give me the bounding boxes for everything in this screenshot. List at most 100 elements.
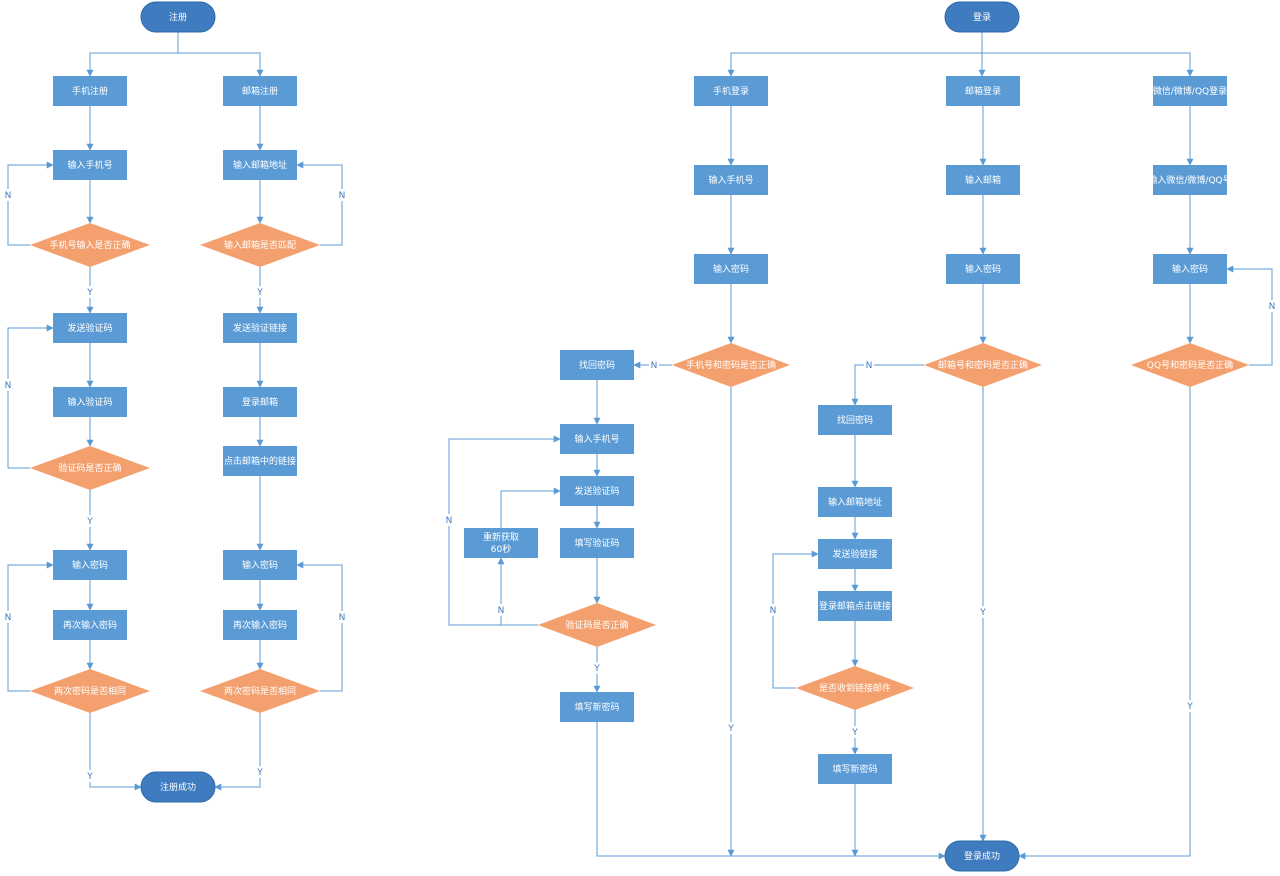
process-node-l-pwd3: 输入密码 [1153, 254, 1227, 284]
process-shape [53, 150, 127, 180]
node-label: 是否收到链接邮件 [819, 682, 891, 694]
connector-37 [1226, 265, 1273, 366]
process-node-r-pwd1b: 再次输入密码 [53, 610, 127, 640]
process-node-r-pwd1: 输入密码 [53, 550, 127, 580]
connector-44 [500, 487, 561, 528]
node-label: 登录邮箱点击链接 [819, 600, 891, 612]
decision-node-r-dec-email: 输入邮箱是否匹配 [200, 223, 320, 267]
node-label: 发送验证链接 [233, 322, 287, 334]
connector-23 [296, 561, 343, 692]
process-node-p-in-phone: 输入手机号 [560, 424, 634, 454]
edge-label-bg [337, 189, 347, 201]
edge-label-bg [337, 611, 347, 623]
process-shape [946, 165, 1020, 195]
process-shape [1153, 165, 1227, 195]
process-shape [818, 591, 892, 621]
process-shape [53, 76, 127, 106]
node-label: 输入微信/微博/QQ号 [1148, 174, 1231, 186]
connector-45 [448, 435, 561, 626]
node-label: 输入密码 [72, 559, 108, 571]
edge-label-no: N [446, 516, 453, 526]
node-label: 输入密码 [965, 263, 1001, 275]
edge-label-bg [255, 286, 265, 298]
edge-label-bg [850, 726, 860, 738]
node-label: 验证码是否正确 [565, 619, 628, 631]
edge-label-no: N [770, 606, 777, 616]
process-shape [560, 692, 634, 722]
node-label: 重新获取 [483, 531, 519, 543]
node-label: 再次输入密码 [233, 619, 287, 631]
edge-label-no: N [498, 606, 505, 616]
edge-label-bg [592, 662, 602, 674]
node-label: 验证码是否正确 [58, 462, 121, 474]
process-shape [1153, 76, 1227, 106]
process-shape [560, 476, 634, 506]
terminal-shape [140, 1, 216, 33]
connector-14 [7, 324, 54, 469]
connector-21 [7, 561, 54, 692]
terminal-shape [944, 1, 1020, 33]
decision-shape [30, 669, 150, 713]
decision-node-p-dec-code: 验证码是否正确 [538, 603, 656, 647]
edge-label-yes: Y [851, 728, 858, 738]
connector-22 [89, 713, 142, 791]
connector-1 [178, 52, 264, 77]
node-label: 输入验证码 [67, 396, 112, 408]
edge-label-yes: Y [86, 772, 93, 782]
node-label: 两次密码是否相同 [224, 685, 296, 697]
node-label: 填写新密码 [574, 701, 619, 713]
edge-label-yes: Y [1186, 702, 1193, 712]
connector-27 [982, 52, 1194, 77]
process-node-phone-reg: 手机注册 [53, 76, 127, 106]
edge-label-bg [85, 770, 95, 782]
process-node-email-reg: 邮箱注册 [223, 76, 297, 106]
connector-54 [596, 722, 946, 860]
terminal-shape [140, 771, 216, 803]
node-label: 登录成功 [964, 850, 1000, 862]
edge-label-bg [649, 359, 659, 371]
connector-24 [214, 713, 261, 791]
edge-label-bg [255, 766, 265, 778]
node-label: 微信/微博/QQ登录 [1153, 85, 1227, 97]
nodes: 注册手机注册邮箱注册输入手机号输入邮箱地址手机号输入是否正确输入邮箱是否匹配发送… [30, 1, 1249, 872]
decision-node-r-dec-code: 验证码是否正确 [30, 446, 150, 490]
process-node-r-pwd2: 输入密码 [223, 550, 297, 580]
connector-6 [7, 161, 54, 246]
edge-label-bg [1185, 700, 1195, 712]
process-shape [223, 76, 297, 106]
process-node-r-in-code: 输入验证码 [53, 387, 127, 417]
edge-label-bg [3, 611, 13, 623]
decision-node-e-dec-mail: 是否收到链接邮件 [796, 666, 914, 710]
process-shape [223, 446, 297, 476]
process-shape [560, 424, 634, 454]
node-label: 输入邮箱是否匹配 [224, 239, 296, 251]
node-label: 输入邮箱地址 [233, 159, 287, 171]
process-shape [946, 254, 1020, 284]
node-label: 再次输入密码 [63, 619, 117, 631]
decision-shape [672, 343, 790, 387]
edge-label-yes: Y [86, 288, 93, 298]
node-label: 注册 [169, 11, 187, 23]
node-label: 手机号和密码是否正确 [686, 359, 776, 371]
edge-label-no: N [339, 613, 346, 623]
edge-label-bg [3, 189, 13, 201]
decision-shape [30, 446, 150, 490]
node-label: 点击邮箱中的链接 [224, 455, 296, 467]
decision-node-r-dec-same2: 两次密码是否相同 [200, 669, 320, 713]
edge-label-bg [444, 514, 454, 526]
node-label: 发送验证码 [67, 322, 112, 334]
connector-0 [86, 32, 179, 77]
edge-label-no: N [1269, 302, 1276, 312]
process-node-r-send-code: 发送验证码 [53, 313, 127, 343]
node-label: 登录邮箱 [242, 396, 278, 408]
edge-label-yes: Y [86, 517, 93, 527]
edge-label-bg [978, 606, 988, 618]
edge-label-yes: Y [727, 724, 734, 734]
edge-label-bg [768, 604, 778, 616]
edge-label-bg [85, 286, 95, 298]
node-label: 手机登录 [713, 85, 749, 97]
edge-label-yes: Y [593, 664, 600, 674]
edge-label-bg [85, 515, 95, 527]
node-label: 填写验证码 [574, 537, 619, 549]
